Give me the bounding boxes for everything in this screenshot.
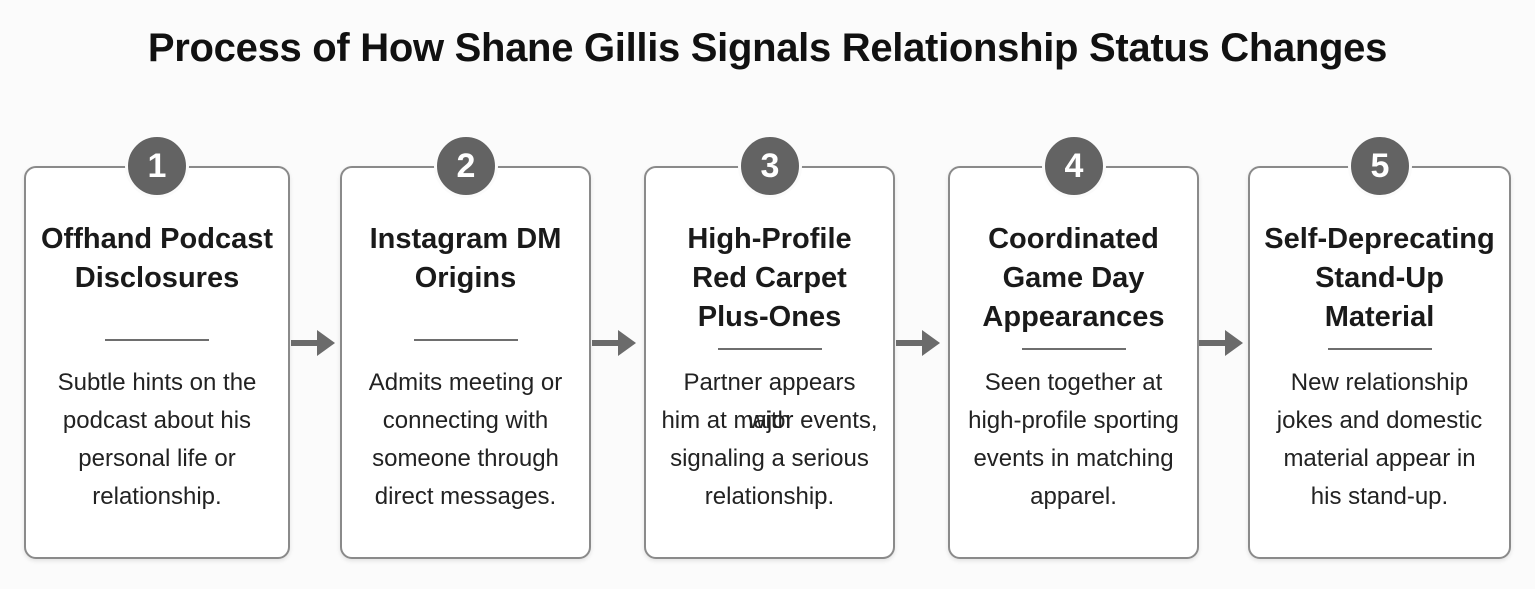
step-heading-line: Material: [1324, 301, 1435, 333]
step-description-line: direct messages.: [374, 483, 557, 510]
step-heading-line: Stand-Up: [1315, 262, 1444, 294]
step-description-line: signaling a serious: [670, 445, 869, 472]
step-number-badge-5: 5: [1348, 134, 1412, 198]
step-heading-line: Offhand Podcast: [40, 223, 273, 255]
step-description-line: podcast about his: [62, 407, 252, 434]
step-description-line: high-profile sporting: [968, 407, 1179, 434]
step-description-line: relationship.: [704, 483, 835, 510]
step-description-line: someone through: [372, 445, 559, 472]
arrow-right-icon: [291, 330, 335, 356]
arrow-right-icon: [592, 330, 636, 356]
step-description-line: relationship.: [92, 483, 222, 510]
step-description-line: events in matching: [973, 445, 1174, 472]
step-heading-line: Coordinated: [988, 223, 1159, 255]
step-divider: [717, 348, 822, 350]
step-description-line: jokes and domestic: [1276, 407, 1483, 434]
step-description-line: Subtle hints on the: [57, 369, 257, 396]
step-description-line: him at major events,: [661, 407, 878, 434]
step-heading-line: Origins: [414, 262, 517, 294]
step-divider: [1021, 348, 1126, 350]
step-heading-line: Instagram DM: [369, 223, 562, 255]
step-description-line: New relationship: [1290, 369, 1469, 396]
step-description-line: apparel.: [1030, 483, 1117, 510]
step-description-line: Seen together at: [984, 369, 1163, 396]
step-number-badge-4: 4: [1042, 134, 1106, 198]
step-heading-line: Self-Deprecating: [1264, 223, 1495, 255]
step-description-line: Admits meeting or: [368, 369, 563, 396]
step-divider: [105, 339, 209, 341]
step-divider: [413, 339, 518, 341]
page-title: Process of How Shane Gillis Signals Rela…: [147, 26, 1388, 70]
step-heading-line: Appearances: [982, 301, 1165, 333]
step-description-line: Partner appears with: [683, 369, 856, 434]
step-description-line: personal life or: [78, 445, 236, 472]
step-divider: [1327, 348, 1432, 350]
step-number-badge-3: 3: [738, 134, 802, 198]
step-number-badge-1: 1: [125, 134, 189, 198]
step-heading-line: Plus-Ones: [697, 301, 842, 333]
step-description-line: connecting with: [382, 407, 549, 434]
step-heading-line: Red Carpet: [692, 262, 847, 294]
arrow-right-icon: [896, 330, 940, 356]
arrow-right-icon: [1199, 330, 1243, 356]
step-heading-line: Game Day: [1002, 262, 1145, 294]
step-description-line: his stand-up.: [1310, 483, 1449, 510]
step-heading-line: Disclosures: [74, 262, 240, 294]
step-heading-line: High-Profile: [687, 223, 852, 255]
step-number-badge-2: 2: [434, 134, 498, 198]
step-description-line: material appear in: [1283, 445, 1476, 472]
